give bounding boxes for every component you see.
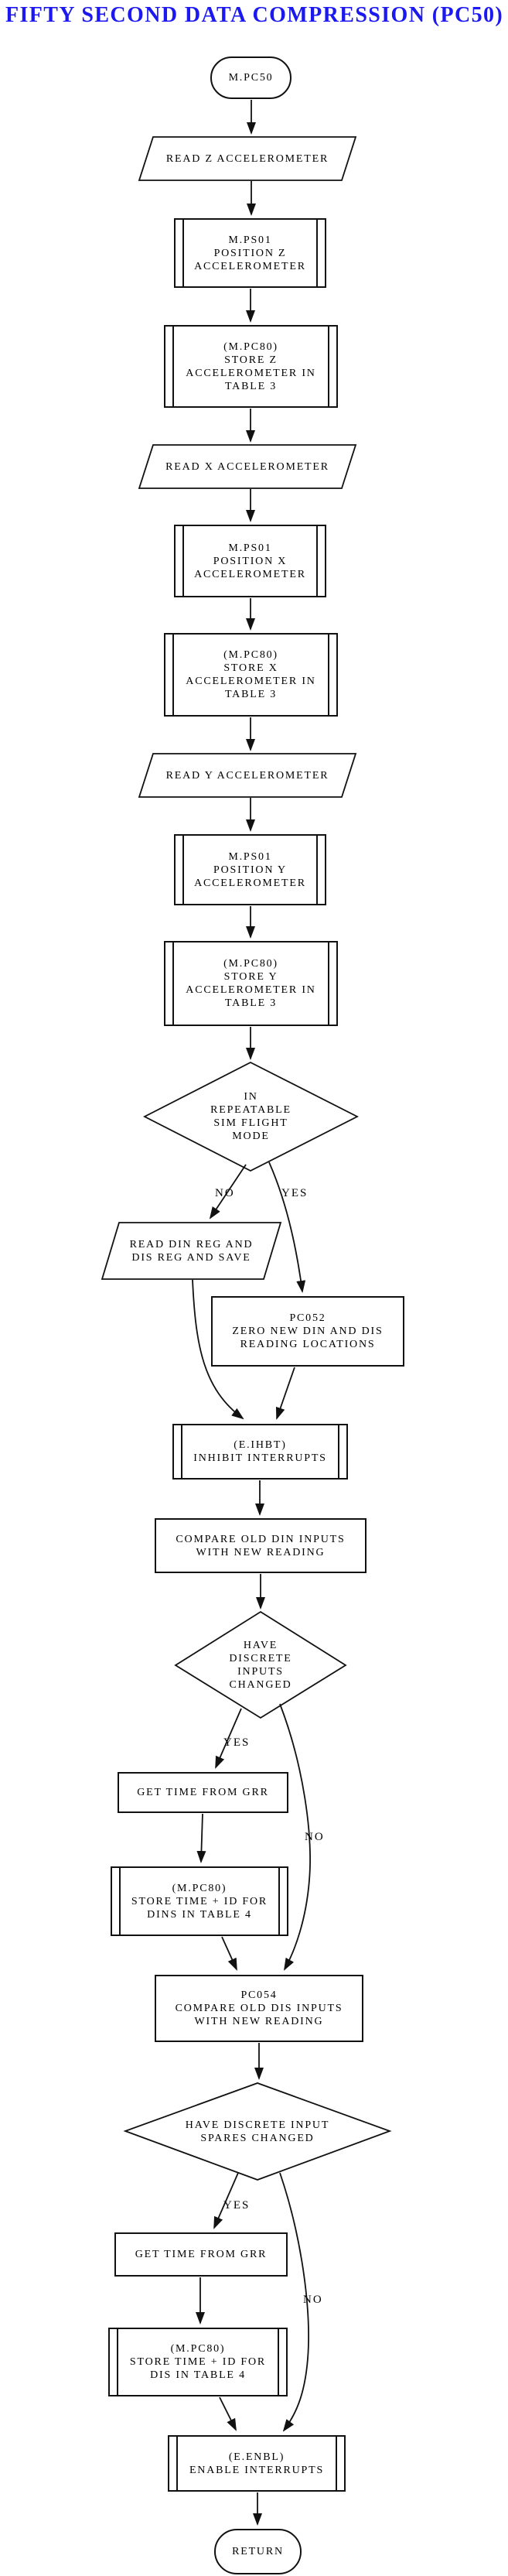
arrow-no-1 bbox=[209, 1164, 247, 1220]
branch-label-no-3: NO bbox=[303, 2294, 323, 2306]
decision-din-changed-shape bbox=[174, 1610, 347, 1719]
sub-position-y: M.PS01 POSITION Y ACCELEROMETER bbox=[174, 834, 326, 905]
sub-store-y: (M.PC80) STORE Y ACCELEROMETER IN TABLE … bbox=[164, 941, 338, 1026]
io-read-din-shape bbox=[101, 1222, 282, 1280]
proc-pc054-compare-dis: PC054 COMPARE OLD DIS INPUTS WITH NEW RE… bbox=[155, 1975, 363, 2042]
branch-label-no-2: NO bbox=[305, 1831, 325, 1843]
branch-label-yes-3: YES bbox=[223, 2199, 251, 2212]
branch-label-yes-2: YES bbox=[223, 1736, 251, 1749]
decision-spares-changed: HAVE DISCRETE INPUT SPARES CHANGED bbox=[185, 2119, 330, 2144]
sub-store-dis: (M.PC80) STORE TIME + ID FOR DIS IN TABL… bbox=[108, 2328, 288, 2396]
io-read-y-shape bbox=[138, 753, 357, 798]
arrow bbox=[221, 1936, 237, 1971]
decision-din-changed: HAVE DISCRETE INPUTS CHANGED bbox=[229, 1639, 292, 1691]
io-read-x-shape bbox=[138, 444, 357, 489]
start-label: M.PC50 bbox=[228, 72, 274, 84]
proc-get-time-1: GET TIME FROM GRR bbox=[118, 1772, 288, 1813]
io-read-din-dis: READ DIN REG AND DIS REG AND SAVE bbox=[129, 1238, 254, 1264]
return-terminator: RETURN bbox=[214, 2529, 302, 2574]
arrow-no-2 bbox=[279, 1703, 311, 1971]
sub-store-z: (M.PC80) STORE Z ACCELEROMETER IN TABLE … bbox=[164, 325, 338, 408]
sub-store-x: (M.PC80) STORE X ACCELEROMETER IN TABLE … bbox=[164, 633, 338, 717]
io-read-y: READ Y ACCELEROMETER bbox=[165, 769, 329, 782]
branch-label-yes-1: YES bbox=[281, 1187, 309, 1199]
io-read-z: READ Z ACCELEROMETER bbox=[165, 152, 329, 165]
branch-label-no-1: NO bbox=[215, 1187, 235, 1199]
arrow-merge-left bbox=[192, 1279, 244, 1420]
sub-store-dins: (M.PC80) STORE TIME + ID FOR DINS IN TAB… bbox=[111, 1866, 288, 1936]
sub-position-z: M.PS01 POSITION Z ACCELEROMETER bbox=[174, 218, 326, 288]
proc-pc052-zero: PC052 ZERO NEW DIN AND DIS READING LOCAT… bbox=[211, 1296, 404, 1367]
io-read-z-shape bbox=[138, 136, 357, 181]
arrow-yes-1 bbox=[268, 1161, 306, 1293]
decision-sim-flight-shape bbox=[143, 1061, 359, 1172]
proc-get-time-2: GET TIME FROM GRR bbox=[114, 2232, 288, 2277]
sub-position-x: M.PS01 POSITION X ACCELEROMETER bbox=[174, 525, 326, 597]
decision-sim-flight-mode: IN REPEATABLE SIM FLIGHT MODE bbox=[210, 1091, 292, 1142]
arrow-yes-3 bbox=[213, 2172, 239, 2229]
sub-inhibit-interrupts: (E.IHBT) INHIBIT INTERRUPTS bbox=[172, 1424, 348, 1480]
start-terminator: M.PC50 bbox=[210, 56, 292, 99]
sub-enable-interrupts: (E.ENBL) ENABLE INTERRUPTS bbox=[168, 2435, 346, 2492]
arrow-no-3 bbox=[279, 2172, 309, 2432]
arrow-merge-right bbox=[275, 1367, 295, 1420]
io-read-x: READ X ACCELEROMETER bbox=[165, 460, 329, 473]
diagram-title: FIFTY SECOND DATA COMPRESSION (PC50) bbox=[5, 3, 504, 27]
arrow bbox=[219, 2396, 237, 2431]
arrow bbox=[196, 1813, 206, 1863]
arrow-yes-2 bbox=[215, 1708, 242, 1769]
decision-spares-changed-shape bbox=[123, 2082, 392, 2181]
proc-compare-din: COMPARE OLD DIN INPUTS WITH NEW READING bbox=[155, 1518, 367, 1573]
